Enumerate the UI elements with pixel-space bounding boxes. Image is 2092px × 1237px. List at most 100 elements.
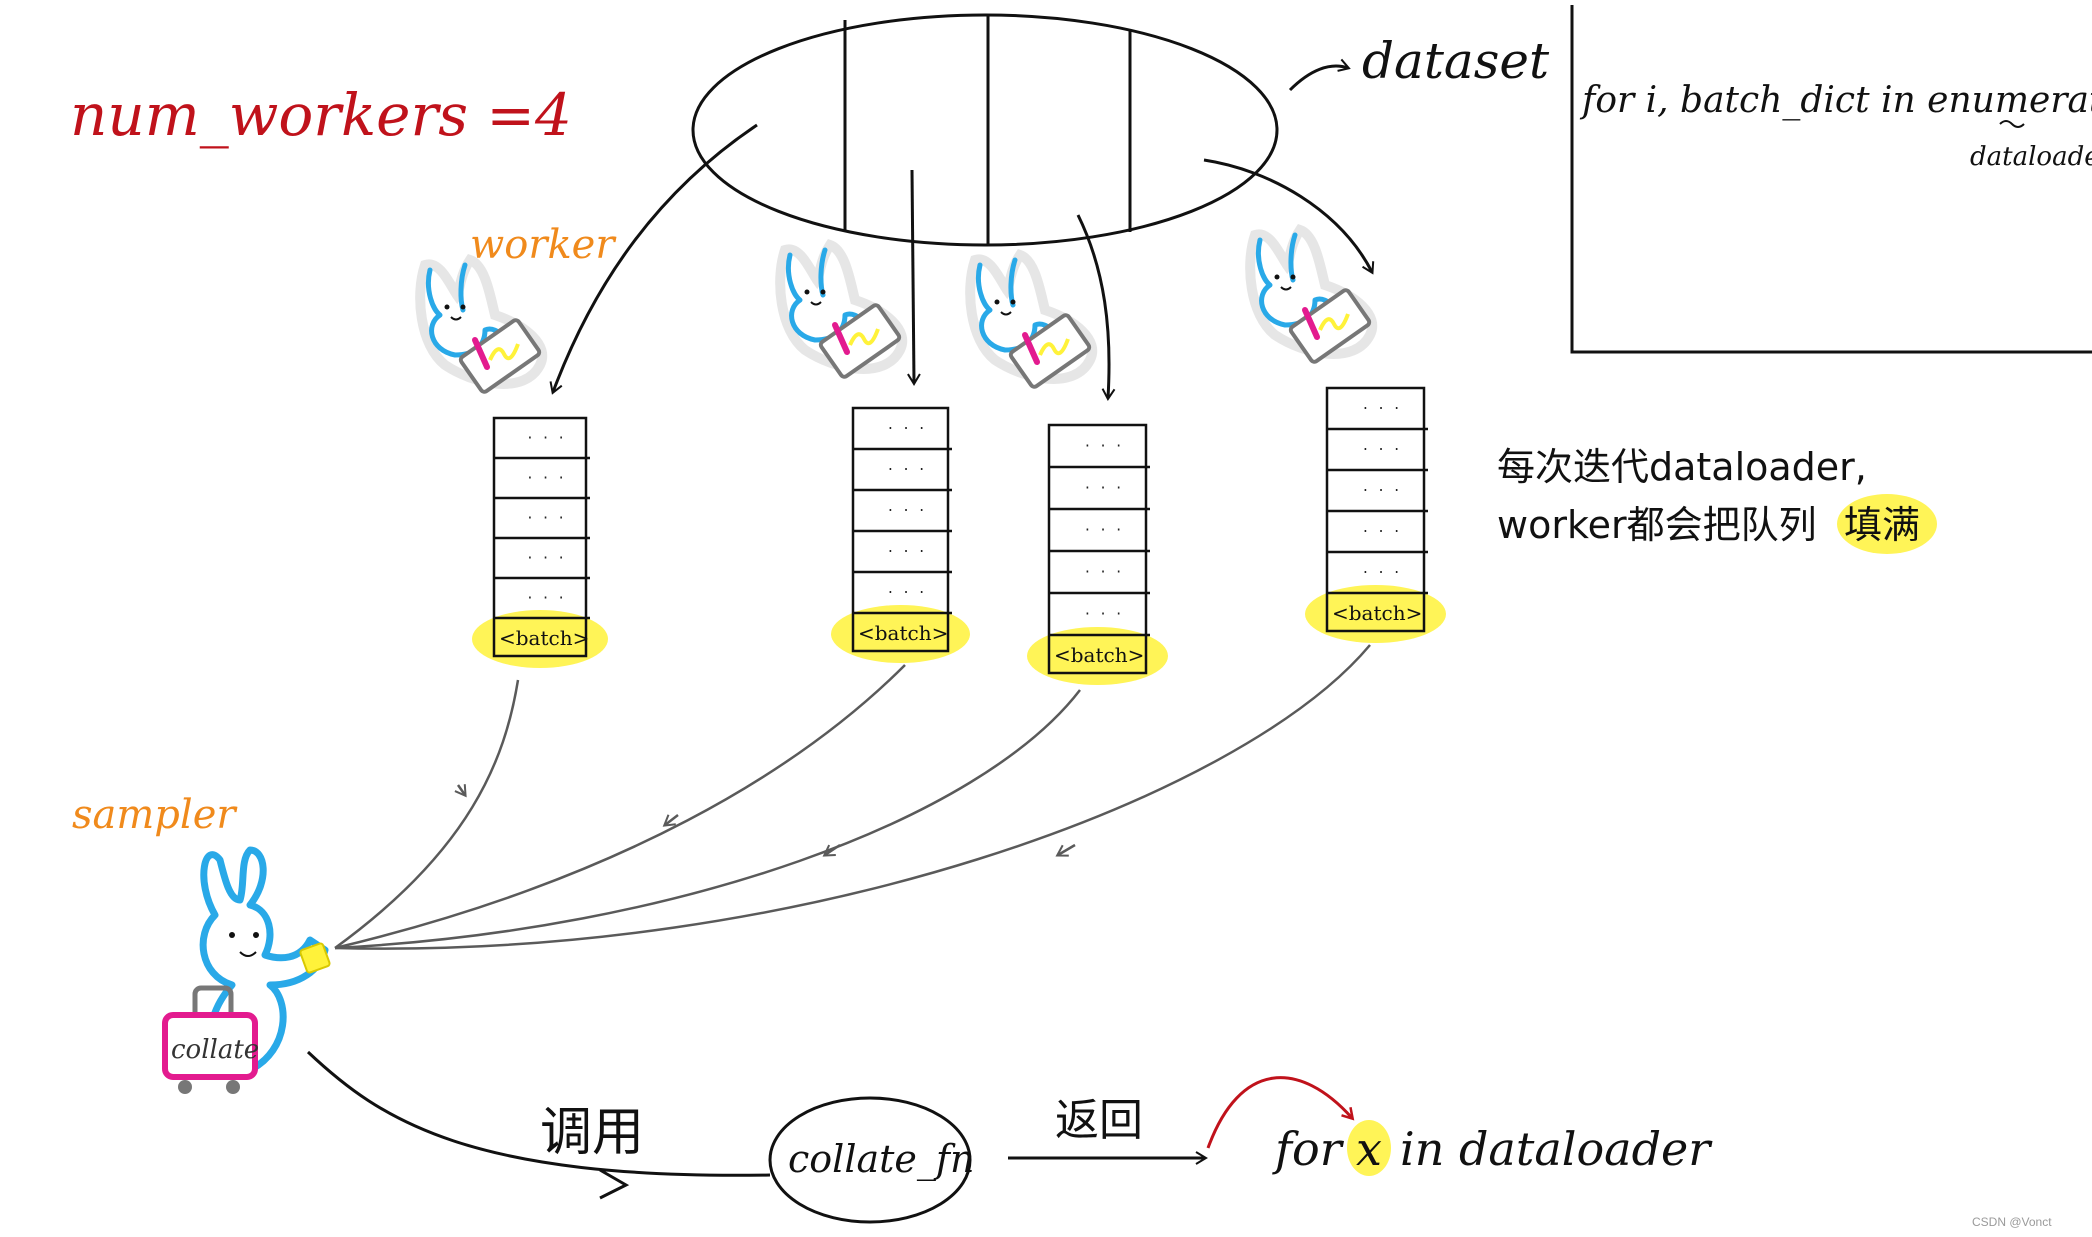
worker-tablet xyxy=(818,303,902,379)
call-arrowhead xyxy=(599,1168,630,1200)
queue-cell-text: · · · xyxy=(1084,439,1123,454)
worker-tablet xyxy=(1008,313,1092,389)
worker-rabbit-2 xyxy=(775,239,908,379)
worker-mouth xyxy=(450,316,462,321)
queue-2: · · ·· · ·· · ·· · ·· · ·<batch> xyxy=(831,406,970,663)
collate-suitcase xyxy=(162,1012,258,1080)
batch-highlight xyxy=(1027,627,1168,685)
collate-wheel-right xyxy=(226,1080,240,1094)
worker-scribble xyxy=(1038,338,1070,356)
for-loop-prefix: for xyxy=(1272,1122,1345,1176)
queue-cell-text: · · · xyxy=(887,463,926,478)
worker-rabbit-1 xyxy=(415,254,548,394)
queue-3: · · · · · · · · · · · · · · · <batch> xyxy=(1027,423,1168,685)
queue-frame xyxy=(1047,423,1148,675)
queue-cell-text: · · · xyxy=(1084,481,1123,496)
worker-eye xyxy=(460,304,466,310)
queues-group: · · ·· · ·· · ·· · ·· · ·<batch>· · ·· ·… xyxy=(472,386,1446,685)
worker-pen xyxy=(472,337,490,370)
dataset-to-queue-2-arrow xyxy=(907,169,921,386)
worker-eye xyxy=(444,304,450,310)
worker-tablet xyxy=(458,318,542,394)
red-loop-arrow xyxy=(1206,1076,1352,1149)
worker-body xyxy=(1255,237,1348,328)
queue-cell-text: · · · xyxy=(1362,525,1401,540)
queue-3-mid-arrowhead xyxy=(822,843,841,857)
worker-scribble xyxy=(848,328,880,346)
queue-1-mid-arrowhead xyxy=(454,784,467,798)
num-workers-label: num_workers =4 xyxy=(70,81,572,149)
queue-cell-text: · · · xyxy=(887,422,926,437)
worker-body xyxy=(425,267,518,358)
sampler-eye-left xyxy=(229,932,235,938)
code-box-note: dataloader xyxy=(1970,142,2092,172)
worker-scribble xyxy=(1318,313,1350,331)
queue-cell-text: · · · xyxy=(1362,484,1401,499)
queue-cell-text: · · · xyxy=(526,591,565,606)
queue-cell-text: · · · xyxy=(1084,565,1123,580)
worker-pen xyxy=(1022,332,1040,365)
worker-mouth xyxy=(1000,311,1012,316)
code-box-line: for i, batch_dict in enumerate( ) xyxy=(1579,80,2092,121)
collate-fn-ellipse xyxy=(768,1096,972,1224)
dataset-pointer-arrow xyxy=(1288,58,1351,92)
note-highlight-text: 填满 xyxy=(1844,503,1920,547)
dataset-ellipse xyxy=(691,13,1279,247)
watermark: CSDN @Vonct xyxy=(1972,1215,2052,1229)
worker-eye xyxy=(820,289,826,295)
queue-frame xyxy=(851,406,950,653)
sampler-yellow-card xyxy=(299,942,331,974)
return-label: 返回 xyxy=(1055,1095,1143,1146)
queue-cell-text: · · · xyxy=(526,511,565,526)
queue-cell-text: · · · xyxy=(887,504,926,519)
queue-cell-text: · · · xyxy=(1084,607,1123,622)
worker-eye xyxy=(1290,274,1296,280)
batch-highlight xyxy=(1305,585,1446,643)
iteration-note: 每次迭代dataloader, worker都会把队列 填满 xyxy=(1497,445,1937,554)
batch-highlight xyxy=(831,605,970,663)
worker-scribble xyxy=(488,343,520,361)
note-highlight xyxy=(1837,494,1937,554)
queue-2-mid-arrowhead xyxy=(662,814,679,827)
worker-mouth xyxy=(1280,286,1292,291)
queue-cell-text: · · · xyxy=(1084,523,1123,538)
worker-eye xyxy=(804,289,810,295)
queue-cell-text: · · · xyxy=(526,551,565,566)
dataset-label: dataset xyxy=(1362,32,1550,90)
sampler-label: sampler xyxy=(72,792,238,838)
queue-cell-text: · · · xyxy=(526,471,565,486)
batch-label: <batch> xyxy=(1332,601,1422,625)
queue-3-to-sampler-arrow xyxy=(334,689,1081,950)
note-line-1: 每次迭代dataloader, xyxy=(1497,445,1867,489)
queue-frame xyxy=(1325,386,1426,633)
sampler-to-collate-fn-arrow xyxy=(306,1050,771,1177)
worker-label: worker xyxy=(470,222,617,268)
batch-label: <batch> xyxy=(1054,643,1144,667)
queue-cell-text: · · · xyxy=(1362,402,1401,417)
queue-cell-text: · · · xyxy=(887,586,926,601)
dataset-to-queue-3-arrow xyxy=(1076,214,1116,401)
worker-body xyxy=(785,252,878,343)
for-loop-text: for x in dataloader xyxy=(1272,1120,1713,1176)
batch-highlight xyxy=(472,610,608,668)
worker-mouth xyxy=(810,301,822,306)
worker-rabbit-3 xyxy=(965,249,1098,389)
sampler-eye-right xyxy=(253,932,259,938)
note-line-2: worker都会把队列 xyxy=(1497,503,1817,547)
code-box-tilde xyxy=(1999,120,2025,128)
loop-var-highlight xyxy=(1347,1120,1391,1176)
call-label: 调用 xyxy=(540,1103,644,1163)
worker-body xyxy=(975,262,1068,353)
worker-tablet xyxy=(1288,288,1372,364)
queue-1-to-sampler-arrow xyxy=(334,679,520,950)
queue-4-to-sampler-arrow xyxy=(334,644,1371,950)
queue-1: · · ·· · ·· · ·· · ·· · ·<batch> xyxy=(472,416,608,668)
queue-cell-text: · · · xyxy=(526,431,565,446)
batch-label: <batch> xyxy=(858,621,948,645)
dataset-to-queue-1-arrow xyxy=(549,123,758,395)
collate-fn-label: collate_fn xyxy=(788,1137,974,1182)
dataset-to-queue-4-arrow xyxy=(1203,158,1375,275)
for-loop-suffix: in dataloader xyxy=(1400,1122,1713,1176)
worker-pen xyxy=(1302,307,1320,340)
